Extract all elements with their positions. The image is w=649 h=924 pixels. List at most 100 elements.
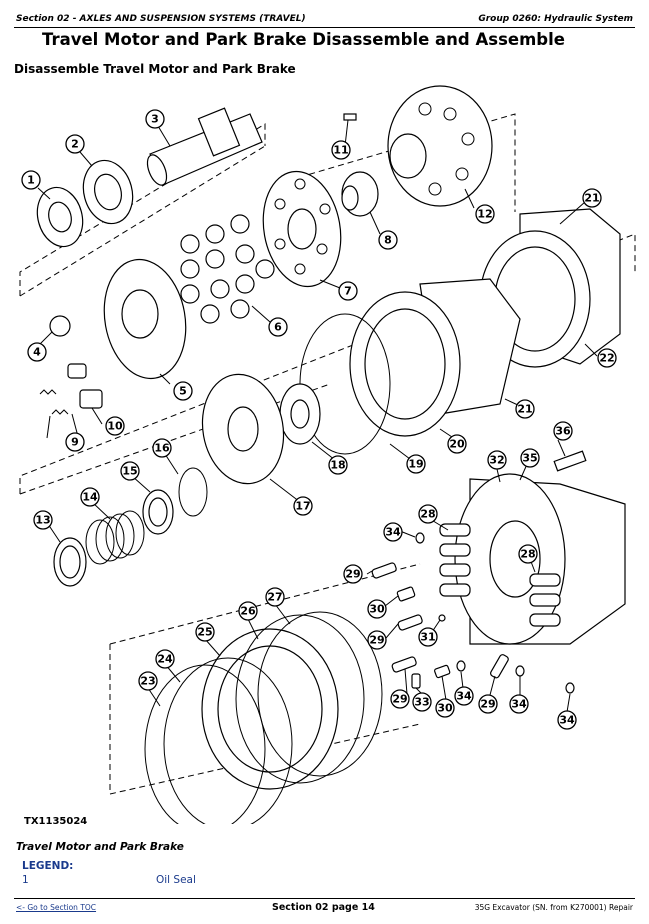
svg-text:32: 32 [489, 454, 504, 467]
svg-text:17: 17 [295, 500, 310, 513]
callout-29-c: 29 [390, 689, 410, 709]
callout-18: 18 [328, 455, 348, 475]
spherical-bushing-part [341, 171, 379, 217]
snap-ring-part [178, 467, 208, 517]
svg-text:12: 12 [477, 208, 492, 221]
o-ring-27-part [257, 611, 383, 777]
callout-16: 16 [152, 438, 172, 458]
svg-text:34: 34 [511, 698, 527, 711]
callout-30-b: 30 [435, 698, 455, 718]
svg-text:8: 8 [384, 234, 392, 247]
callout-7: 7 [338, 281, 358, 301]
footer-divider [14, 898, 635, 899]
callout-33: 33 [412, 692, 432, 712]
callout-3: 3 [145, 109, 165, 129]
drive-shaft-part [146, 107, 263, 186]
callout-35: 35 [520, 448, 540, 468]
svg-text:33: 33 [414, 696, 429, 709]
svg-text:25: 25 [197, 626, 212, 639]
assembly-boundary-upper-left [19, 123, 266, 296]
callout-17: 17 [293, 496, 313, 516]
callout-34-a: 34 [383, 522, 403, 542]
figure-caption: Travel Motor and Park Brake [16, 841, 184, 853]
legend-heading: LEGEND: [22, 860, 74, 872]
callout-28-lower: 28 [518, 544, 538, 564]
callout-21-upper: 21 [582, 188, 602, 208]
callout-6: 6 [268, 317, 288, 337]
svg-text:14: 14 [82, 491, 98, 504]
svg-text:10: 10 [107, 420, 123, 433]
svg-text:29: 29 [392, 693, 407, 706]
figure-id: TX1135024 [24, 816, 88, 827]
callout-9: 9 [65, 432, 85, 452]
svg-text:22: 22 [599, 352, 614, 365]
callout-2: 2 [65, 134, 85, 154]
callout-25: 25 [195, 622, 215, 642]
callout-8: 8 [378, 230, 398, 250]
spring-stack-part [85, 510, 145, 565]
ring-gear-part [349, 278, 521, 437]
svg-text:3: 3 [151, 113, 159, 126]
callouts: 1 2 3 4 5 6 7 8 9 10 11 12 13 14 15 16 1… [21, 109, 617, 730]
svg-text:16: 16 [154, 442, 170, 455]
svg-text:34: 34 [456, 690, 472, 703]
callout-36: 36 [553, 421, 573, 441]
callout-29-d: 29 [478, 694, 498, 714]
callout-1: 1 [21, 170, 41, 190]
oil-seal-part [36, 186, 84, 248]
bolt-part [553, 450, 587, 472]
svg-text:23: 23 [140, 675, 155, 688]
pin-part [343, 113, 357, 121]
callout-28-upper: 28 [418, 504, 438, 524]
svg-text:19: 19 [408, 458, 423, 471]
svg-text:6: 6 [274, 321, 282, 334]
bearing-part [82, 159, 134, 225]
o-ring-24-part [163, 657, 293, 824]
svg-text:4: 4 [33, 346, 41, 359]
header-section: Section 02 - AXLES AND SUSPENSION SYSTEM… [16, 14, 306, 24]
retainer-plate-part [262, 170, 342, 288]
svg-text:29: 29 [345, 568, 360, 581]
callout-11: 11 [331, 140, 351, 160]
callout-4: 4 [27, 342, 47, 362]
assembly-boundary-middle-2 [19, 383, 331, 495]
page-title: Travel Motor and Park Brake Disassemble … [42, 30, 565, 49]
svg-text:29: 29 [480, 698, 495, 711]
svg-text:35: 35 [522, 452, 537, 465]
callout-13: 13 [33, 510, 53, 530]
callout-24: 24 [155, 649, 175, 669]
valve-plate-part [201, 373, 285, 485]
callout-32: 32 [487, 450, 507, 470]
machine-name: 35G Excavator (SN. from K270001) Repair [474, 903, 633, 912]
svg-text:34: 34 [559, 714, 575, 727]
swash-plate-part [103, 258, 187, 380]
svg-text:29: 29 [369, 634, 384, 647]
floating-seal-part [201, 628, 339, 790]
seal-13-part [53, 537, 87, 587]
callout-34-d: 34 [557, 710, 577, 730]
header-group: Group 0260: Hydraulic System [478, 14, 633, 24]
svg-text:13: 13 [35, 514, 50, 527]
callout-19: 19 [406, 454, 426, 474]
toc-link[interactable]: <- Go to Section TOC [16, 903, 97, 912]
assembly-boundary-upper-right [289, 113, 516, 212]
callout-10: 10 [105, 416, 125, 436]
callout-5: 5 [173, 381, 193, 401]
spacer-part [142, 489, 174, 535]
svg-text:31: 31 [420, 631, 435, 644]
callout-14: 14 [80, 487, 100, 507]
svg-text:7: 7 [344, 285, 352, 298]
svg-text:28: 28 [420, 508, 435, 521]
svg-text:1: 1 [27, 174, 35, 187]
callout-22: 22 [597, 348, 617, 368]
ball-part [49, 315, 71, 337]
callout-12: 12 [475, 204, 495, 224]
callout-20: 20 [447, 434, 467, 454]
callout-29-b: 29 [367, 630, 387, 650]
svg-text:5: 5 [179, 385, 187, 398]
header-divider [14, 27, 635, 28]
svg-text:34: 34 [385, 526, 401, 539]
page-number: Section 02 page 14 [272, 902, 375, 913]
svg-text:15: 15 [122, 465, 137, 478]
callout-15: 15 [120, 461, 140, 481]
